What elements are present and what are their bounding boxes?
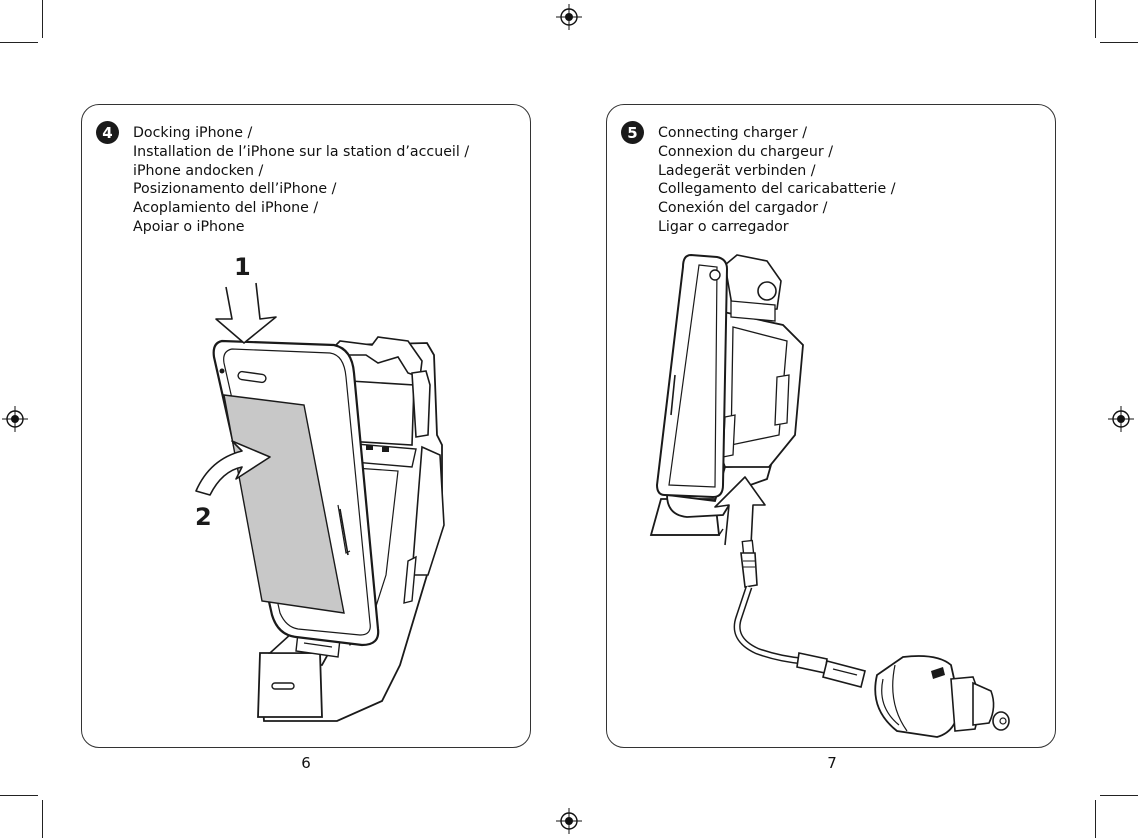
step-4-line-1: Docking iPhone / bbox=[133, 125, 253, 141]
connecting-charger-illustration bbox=[649, 253, 1010, 738]
step-5-line-2: Connexion du chargeur / bbox=[658, 143, 833, 160]
step-4-line-5: Acoplamiento del iPhone / bbox=[133, 200, 319, 217]
step-4-badge: 4 bbox=[96, 121, 119, 144]
docking-iphone-illustration: 1 2 bbox=[195, 253, 445, 722]
callout-1: 1 bbox=[234, 253, 251, 281]
crop-mark-bl-h bbox=[0, 795, 38, 796]
step-5-line-6: Ligar o carregador bbox=[658, 218, 789, 235]
registration-mark-top-icon bbox=[556, 4, 582, 30]
curved-arrow-icon bbox=[195, 440, 271, 496]
step-4-line-6: Apoiar o iPhone bbox=[133, 218, 245, 235]
step-4-line-3: iPhone andocken / bbox=[133, 162, 264, 179]
registration-mark-bottom-icon bbox=[556, 808, 582, 834]
push-arrow-icon bbox=[215, 282, 277, 344]
step-4-panel: 4 Docking iPhone / Installation de l’iPh… bbox=[81, 104, 531, 748]
crop-mark-tr-v bbox=[1095, 0, 1096, 38]
step-5-panel: 5 Connecting charger / Connexion du char… bbox=[606, 104, 1056, 748]
page-number-left: 6 bbox=[301, 754, 311, 772]
crop-mark-tr-h bbox=[1100, 42, 1138, 43]
step-5-line-1: Connecting charger / bbox=[658, 125, 808, 141]
crop-mark-tl-v bbox=[42, 0, 43, 38]
step-4-line-4: Posizionamento dell’iPhone / bbox=[133, 181, 337, 198]
push-arrow-icon bbox=[714, 476, 766, 546]
step-5-badge: 5 bbox=[621, 121, 644, 144]
crop-mark-br-h bbox=[1100, 795, 1138, 796]
callout-2: 2 bbox=[195, 503, 212, 531]
step-4-title: Docking iPhone / Installation de l’iPhon… bbox=[133, 124, 469, 237]
registration-mark-left-icon bbox=[2, 406, 28, 432]
crop-mark-br-v bbox=[1095, 800, 1096, 838]
step-5-line-4: Collegamento del caricabatterie / bbox=[658, 181, 896, 198]
crop-mark-tl-h bbox=[0, 42, 38, 43]
step-5-line-5: Conexión del cargador / bbox=[658, 200, 828, 217]
registration-mark-right-icon bbox=[1108, 406, 1134, 432]
crop-mark-bl-v bbox=[42, 800, 43, 838]
step-5-title: Connecting charger / Connexion du charge… bbox=[658, 124, 896, 237]
page-number-right: 7 bbox=[827, 754, 837, 772]
step-4-line-2: Installation de l’iPhone sur la station … bbox=[133, 143, 470, 160]
step-5-line-3: Ladegerät verbinden / bbox=[658, 162, 816, 179]
